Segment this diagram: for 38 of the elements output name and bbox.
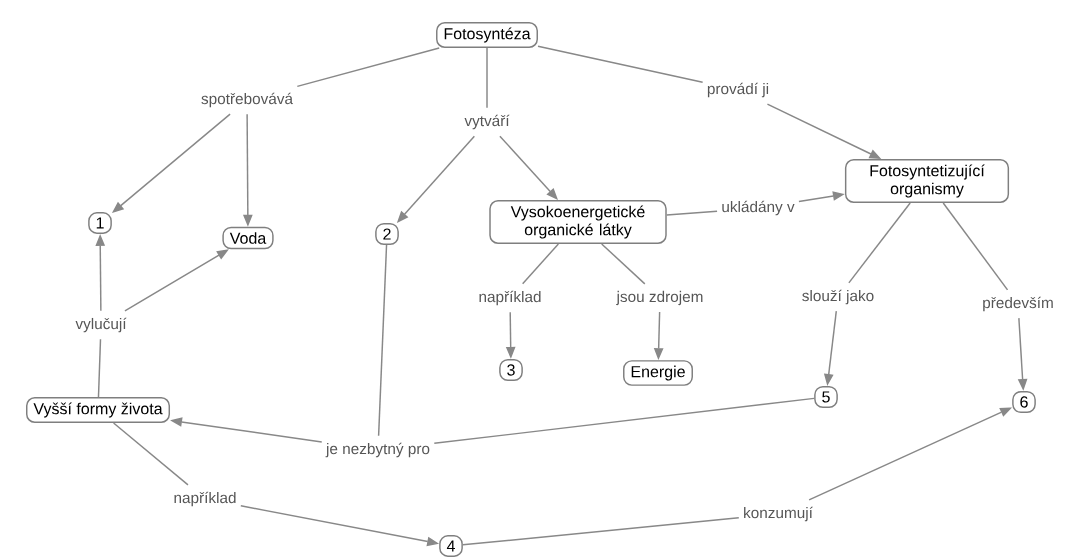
linking-phrase: je nezbytný pro [325, 442, 430, 458]
concept-box: Fotosyntetizující organismy [844, 159, 1010, 203]
concept-box: Vysokoenergetické organické látky [489, 200, 667, 244]
connector-line [296, 47, 440, 88]
concept-box: Voda [222, 226, 274, 250]
connector-line [377, 244, 388, 437]
linking-phrase: vylučují [75, 317, 127, 333]
linking-phrase: slouží jako [802, 289, 874, 305]
linking-phrase: především [983, 296, 1053, 312]
linking-phrase: provádí ji [707, 82, 769, 98]
connector-line [112, 422, 189, 486]
connector-line [666, 210, 718, 216]
connector-line [942, 202, 1009, 291]
connector-line [600, 243, 646, 285]
concept-box: 1 [88, 212, 112, 234]
concept-box: 6 [1012, 390, 1036, 414]
linking-phrase: například [174, 491, 236, 507]
linking-phrase: například [479, 290, 541, 306]
concept-box: 4 [439, 535, 463, 557]
linking-phrase: spotřebovává [201, 92, 294, 108]
concept-box: Vyšší formy života [26, 397, 170, 423]
connector-line [486, 47, 488, 109]
concept-box: Energie [623, 360, 693, 386]
concept-box: 3 [499, 358, 523, 382]
concept-box: 2 [375, 223, 399, 245]
concept-box: Fotosyntéza [436, 22, 538, 48]
connector-line [848, 202, 911, 284]
connector-line [537, 45, 704, 83]
connector-arrow [499, 135, 558, 200]
concept-box: 5 [814, 386, 838, 408]
connector-line [433, 397, 815, 445]
linking-phrase: ukládány v [722, 200, 795, 216]
connector-line [97, 338, 102, 398]
linking-phrase: jsou zdrojem [616, 290, 703, 306]
linking-phrase: konzumují [744, 506, 813, 522]
connector-line [521, 243, 560, 285]
linking-phrase: vytváří [464, 114, 510, 130]
connector-line [462, 517, 740, 546]
